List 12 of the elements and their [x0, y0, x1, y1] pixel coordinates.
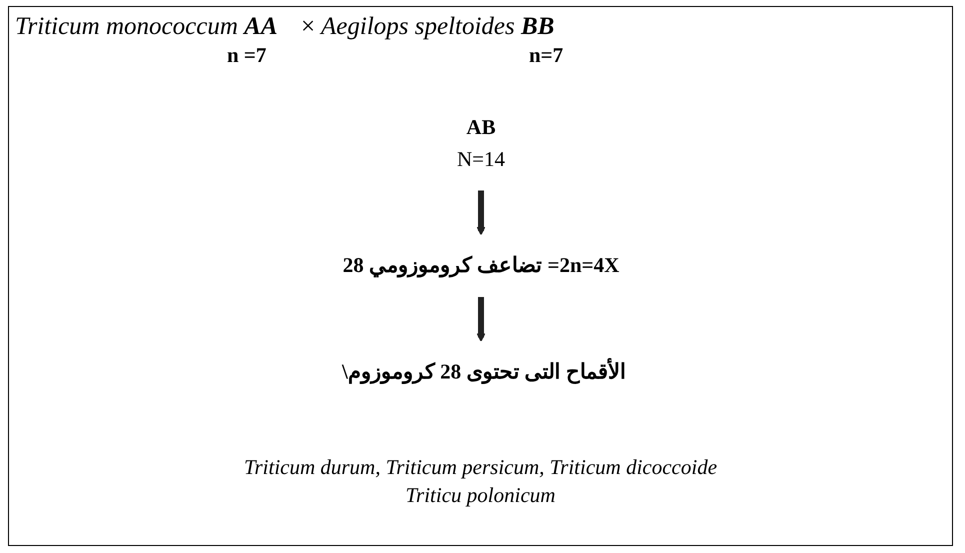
arrow [476, 296, 485, 342]
species-name: Aegilops speltoides BB [321, 13, 554, 41]
node-text: الأقماح التى تحتوى 28 كروموزوم\ [342, 360, 626, 384]
node-text: 2n=4X= تضاعف كروموزومي 28 [342, 253, 619, 277]
arrow [476, 190, 485, 236]
cross-sign: × [301, 13, 316, 41]
chromosome-count: n =7 [227, 43, 266, 68]
chromosome-count: n=7 [529, 43, 564, 68]
node-text: AB N=14 [456, 115, 505, 170]
species-name: Triticum monococcum AA [15, 13, 278, 41]
species-list: Triticu polonicum [9, 483, 952, 508]
species-list: Triticum durum, Triticum persicum, Triticum dicoccoide [9, 455, 952, 480]
